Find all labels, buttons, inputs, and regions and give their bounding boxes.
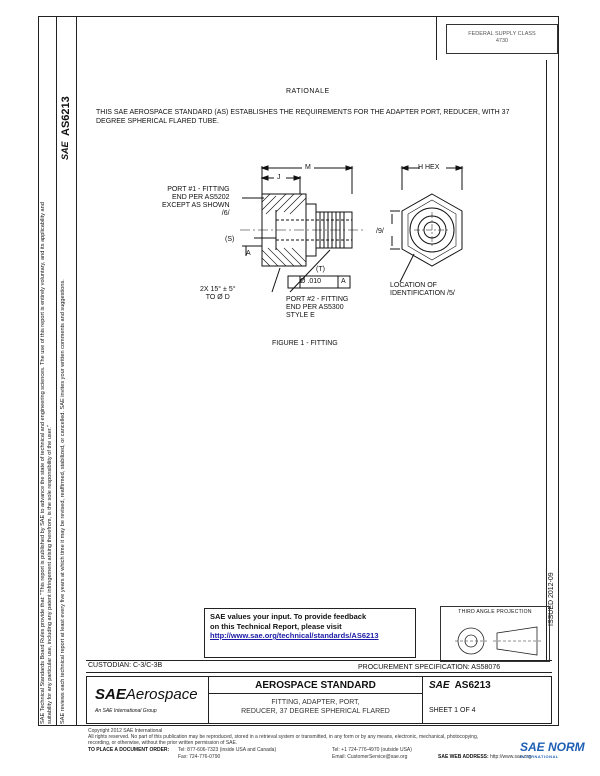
right-strip-divider — [546, 60, 547, 662]
title-right: SAE AS6213 SHEET 1 OF 4 — [423, 677, 553, 723]
federal-supply-class-box: FEDERAL SUPPLY CLASS 4730 — [446, 24, 558, 54]
side-doc-number: AS6213 — [60, 96, 72, 136]
brand-subtitle: An SAE International Group — [95, 708, 157, 714]
custodian: CUSTODIAN: C-3/C-3B — [88, 662, 163, 669]
third-angle-symbol — [455, 626, 541, 656]
watermark-main: SAE NORM — [520, 740, 585, 754]
footer-copyright: Copyright 2012 SAE International — [88, 728, 163, 734]
footer-to-place: TO PLACE A DOCUMENT ORDER: — [88, 747, 170, 753]
side-strip-divider — [76, 16, 77, 726]
sae-mark: SAE — [429, 680, 450, 691]
document-border — [38, 16, 559, 726]
part-description: FITTING, ADAPTER, PORT, REDUCER, 37 DEGR… — [209, 698, 422, 716]
angle-line1: 2X 15° ± 5° — [200, 286, 236, 293]
port1-callout: PORT #1 - FITTING END PER AS5202 EXCEPT … — [162, 186, 230, 218]
standard-heading: AEROSPACE STANDARD — [209, 677, 422, 694]
angle-callout: 2X 15° ± 5° TO Ø D — [200, 286, 236, 302]
top-right-divider — [436, 16, 437, 60]
brand-aerospace: Aerospace — [125, 686, 198, 703]
watermark-sub: INTERNATIONAL — [520, 754, 559, 759]
s-label: (S) — [225, 236, 235, 243]
procurement-spec: PROCUREMENT SPECIFICATION: AS58076 — [358, 664, 501, 671]
brand-sae: SAE — [95, 686, 126, 703]
datum-a-label: A — [246, 250, 251, 257]
desc-line2: REDUCER, 37 DEGREE SPHERICAL FLARED — [241, 708, 390, 715]
dim-m-label: M — [305, 164, 311, 171]
figure-caption: FIGURE 1 - FITTING — [272, 340, 338, 347]
footer-web-label: SAE WEB ADDRESS: — [438, 754, 489, 760]
custodian-row-divider — [86, 672, 552, 673]
hex-label: H HEX — [418, 164, 440, 171]
fcf-datum: A — [341, 278, 346, 285]
footer-web[interactable]: http://www.sae.org — [490, 754, 532, 760]
sae-norm-watermark: SAE NORM INTERNATIONAL — [520, 740, 585, 759]
feedback-box: SAE values your input. To provide feedba… — [204, 608, 416, 658]
port1-note: /6/ — [221, 210, 230, 217]
side-legal-text-2: SAE reviews each technical report at lea… — [60, 279, 66, 724]
note-9-label: /9/ — [376, 228, 384, 235]
fcf-tolerance: Ø .010 — [300, 278, 322, 285]
feedback-link[interactable]: http://www.sae.org/technical/standards/A… — [210, 631, 379, 640]
paren-t-label: (T) — [316, 266, 325, 273]
side-strip-divider-2 — [56, 16, 57, 726]
port1-line3: EXCEPT AS SHOWN — [162, 202, 230, 209]
dim-j-label: J — [277, 174, 281, 181]
side-sae-mark: SAE — [60, 141, 70, 160]
footer-rights-2: recording, or otherwise, without the pri… — [88, 740, 238, 746]
rationale-body: THIS SAE AEROSPACE STANDARD (AS) ESTABLI… — [96, 109, 510, 125]
doc-number: AS6213 — [454, 680, 491, 691]
footer-fax: Fax: 724-776-0790 — [178, 754, 221, 760]
sae-aerospace-logo: SAEAerospace An SAE International Group — [87, 677, 209, 723]
desc-line1: FITTING, ADAPTER, PORT, — [271, 699, 360, 706]
identification-callout: LOCATION OF IDENTIFICATION /5/ — [390, 282, 455, 298]
fed-supply-class-label: FEDERAL SUPPLY CLASS — [468, 31, 536, 37]
port2-line2: END PER AS5300 — [286, 304, 344, 311]
port1-line2: END PER AS5202 — [171, 194, 230, 201]
footer-tel2: Tel: +1 724-776-4970 (outside USA) — [332, 747, 412, 753]
title-block: SAEAerospace An SAE International Group … — [86, 676, 552, 724]
feedback-line2: on this Technical Report, please visit — [210, 621, 342, 631]
port1-line1: PORT #1 - FITTING — [167, 186, 230, 193]
title-center: AEROSPACE STANDARD FITTING, ADAPTER, POR… — [209, 677, 423, 723]
rationale-title: RATIONALE — [286, 88, 330, 95]
side-legal-text-1: SAE Technical Standards Board Rules prov… — [40, 202, 53, 724]
loc-line2: IDENTIFICATION /5/ — [390, 290, 455, 297]
port2-callout: PORT #2 - FITTING END PER AS5300 STYLE E — [286, 296, 348, 320]
footer-tel1: Tel: 877-606-7323 (inside USA and Canada… — [178, 747, 277, 753]
angle-line2: TO Ø D — [205, 294, 230, 301]
fitting-drawing — [240, 165, 464, 293]
footer-email: Email: CustomerService@sae.org — [332, 754, 408, 760]
third-angle-caption: THIRD ANGLE PROJECTION — [458, 609, 532, 615]
third-angle-projection: THIRD ANGLE PROJECTION — [440, 606, 550, 662]
footer-rights: All rights reserved. No part of this pub… — [88, 734, 479, 740]
fed-supply-class-number: 4730 — [495, 38, 509, 44]
port2-line3: STYLE E — [286, 312, 315, 319]
feedback-line1: SAE values your input. To provide feedba… — [210, 612, 367, 621]
sheet-number: SHEET 1 OF 4 — [429, 707, 476, 714]
port2-line1: PORT #2 - FITTING — [286, 296, 349, 303]
custodian-row-top — [86, 660, 552, 661]
loc-line1: LOCATION OF — [390, 282, 437, 289]
